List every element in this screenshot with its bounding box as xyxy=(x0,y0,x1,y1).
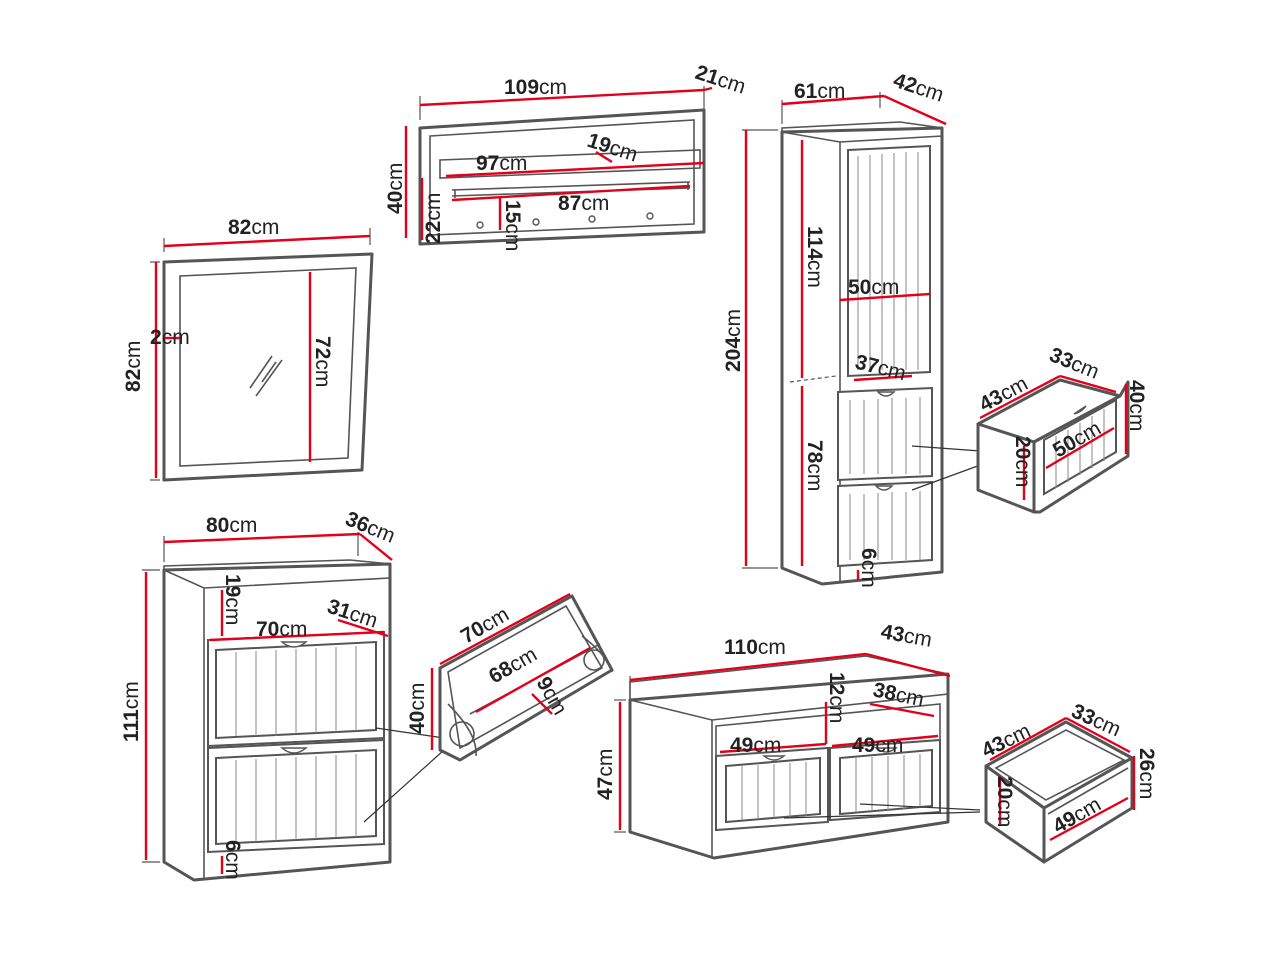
dim-label-mirror-frame: 2cm xyxy=(150,326,190,349)
dim-label-wall-depth: 21cm xyxy=(692,61,748,99)
dim-label-mirror-height: 82cm xyxy=(122,341,145,392)
dim-label-bench-width: 110cm xyxy=(724,636,786,659)
dim-label-wall-height: 40cm xyxy=(384,163,407,214)
shoe-cabinet xyxy=(142,532,445,882)
dim-label-tall-upper: 114cm xyxy=(803,226,826,288)
dim-label-bench-drawer-inner: 20cm xyxy=(993,776,1016,827)
dim-label-tall-plinth: 6cm xyxy=(857,548,880,588)
bench-drawer xyxy=(984,716,1136,864)
dim-label-flap-height: 40cm xyxy=(406,683,429,734)
dim-label-wall-width: 109cm xyxy=(504,76,567,99)
dim-label-mirror-width: 82cm xyxy=(228,216,279,239)
bench xyxy=(614,652,981,860)
dim-label-bench-niche-depth: 38cm xyxy=(871,678,926,711)
dim-label-tall-width: 61cm xyxy=(794,80,845,103)
dim-label-shoe-width: 80cm xyxy=(206,514,257,537)
dim-label-bench-depth: 43cm xyxy=(879,620,934,652)
dim-label-shoe-plinth: 6cm xyxy=(221,840,244,880)
wall-hanger xyxy=(404,86,713,246)
dim-label-wall-shelf-width: 97cm xyxy=(476,152,527,175)
dim-label-tall-lower: 78cm xyxy=(803,440,826,491)
dim-label-wall-lower: 22cm xyxy=(422,193,445,244)
dim-label-wall-rail: 87cm xyxy=(558,192,609,215)
dim-label-bench-height: 47cm xyxy=(594,749,617,800)
dim-label-shoe-top: 19cm xyxy=(221,574,244,625)
dim-label-tall-drawer-height: 40cm xyxy=(1125,380,1148,431)
dim-label-shoe-height: 111cm xyxy=(120,681,143,742)
dim-label-bench-drawer-left: 49cm xyxy=(730,734,781,757)
dim-label-wall-hook-gap: 15cm xyxy=(501,200,524,251)
dim-label-mirror-glass: 72cm xyxy=(311,336,334,387)
dim-label-bench-drawer-right: 49cm xyxy=(852,734,903,757)
dim-label-tall-inner: 50cm xyxy=(848,276,899,299)
mirror xyxy=(150,228,374,482)
dim-label-tall-drawer-inner: 20cm xyxy=(1011,436,1034,487)
tall-cabinet-drawer xyxy=(976,374,1130,514)
shoe-flap xyxy=(430,592,614,762)
dim-label-bench-drawer-height: 26cm xyxy=(1135,748,1158,799)
dimension-labels: 109cm 21cm 40cm 22cm 97cm 19cm 87cm 15cm… xyxy=(120,61,1158,880)
dim-label-shoe-flap-width: 70cm xyxy=(256,618,307,641)
dim-label-tall-height: 204cm xyxy=(722,309,745,372)
tall-cabinet xyxy=(742,92,995,586)
dim-label-bench-niche: 12cm xyxy=(825,672,848,723)
dim-label-tall-depth: 42cm xyxy=(890,69,946,107)
